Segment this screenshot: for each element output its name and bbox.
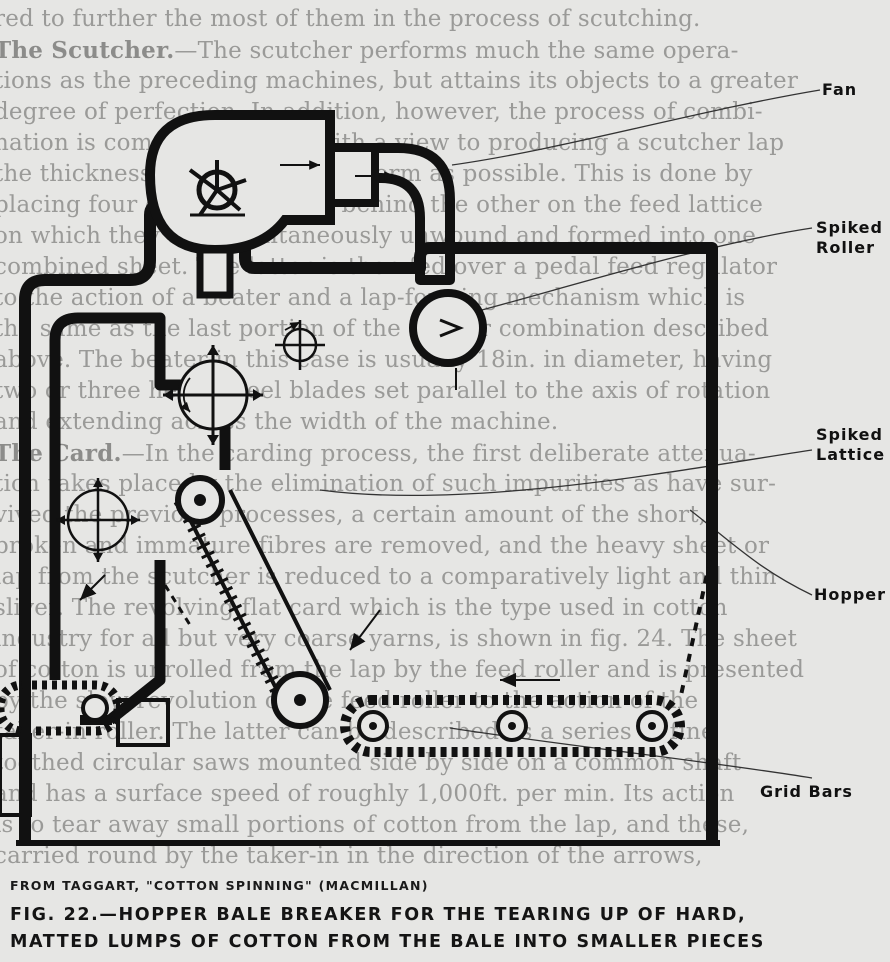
show-through-line: red to further the most of them in the p… — [0, 6, 701, 32]
show-through-text-run: —The scutcher performs much the same ope… — [174, 38, 739, 64]
show-through-line: vived the previous processes, a certain … — [0, 502, 706, 528]
label-spiked-lattice: Spiked Lattice — [816, 425, 885, 465]
show-through-lead: The Scutcher. — [0, 37, 175, 64]
figure-caption: FIG. 22.—HOPPER BALE BREAKER FOR THE TEA… — [10, 902, 885, 956]
show-through-text-run: sliver. The revolving flat card which is… — [0, 595, 728, 621]
label-spiked-roller-line2: Roller — [816, 238, 876, 257]
label-spiked-lattice-line2: Lattice — [816, 445, 886, 464]
show-through-text-run: tions as the preceding machines, but att… — [0, 68, 799, 94]
hopper-bale-breaker-diagram — [0, 89, 821, 846]
spiked-lattice — [173, 475, 332, 729]
show-through-line: The Scutcher.—The scutcher performs much… — [0, 37, 739, 64]
show-through-text-run: broken and immature fibres are removed, … — [0, 533, 770, 559]
delivery-lattice — [0, 680, 170, 817]
show-through-line: of cotton is unrolled from the lap by th… — [0, 657, 804, 683]
show-through-text-run: of cotton is unrolled from the lap by th… — [0, 657, 805, 683]
show-through-line: broken and immature fibres are removed, … — [0, 533, 769, 559]
beater-small — [275, 320, 325, 370]
show-through-text-run: vived the previous processes, a certain … — [0, 502, 707, 528]
show-through-line: to the action of a beater and a lap-form… — [0, 285, 745, 311]
show-through-line: is to tear away small portions of cotton… — [0, 812, 749, 838]
show-through-text-run: and extending across the width of the ma… — [0, 409, 559, 435]
air-duct — [275, 143, 455, 285]
show-through-text-run: placing four opener laps one behind the … — [0, 192, 764, 218]
show-through-text-run: above. The beater in this case is usuall… — [0, 347, 773, 373]
label-grid-bars-text: Grid Bars — [760, 782, 853, 801]
show-through-text-run: degree of perfection. In addition, howev… — [0, 99, 763, 125]
label-spiked-lattice-line1: Spiked — [816, 425, 883, 444]
label-hopper: Hopper — [814, 585, 886, 605]
show-through-text-run: carried round by the taker-in in the dir… — [0, 843, 703, 869]
feed-lattice — [340, 695, 685, 757]
label-grid-bars: Grid Bars — [760, 782, 853, 802]
show-through-line: and extending across the width of the ma… — [0, 409, 558, 435]
caption-line-1: FIG. 22.—HOPPER BALE BREAKER FOR THE TEA… — [10, 905, 747, 925]
show-through-text-run: and has a surface speed of roughly 1,000… — [0, 781, 735, 807]
label-spiked-roller-line1: Spiked — [816, 218, 883, 237]
show-through-line: carried round by the taker-in in the dir… — [0, 843, 703, 869]
show-through-text-run: lap from the scutcher is reduced to a co… — [0, 564, 777, 590]
show-through-text-run: to the action of a beater and a lap-form… — [0, 285, 746, 311]
show-through-line: sliver. The revolving flat card which is… — [0, 595, 728, 621]
show-through-line: placing four opener laps one behind the … — [0, 192, 763, 218]
show-through-line: tions as the preceding machines, but att… — [0, 68, 798, 94]
caption-line-2: MATTED LUMPS OF COTTON FROM THE BALE INT… — [10, 932, 765, 952]
label-spiked-roller: Spiked Roller — [816, 218, 883, 258]
show-through-text-run: industry for all but very coarse yarns, … — [0, 626, 798, 652]
show-through-text-run: is to tear away small portions of cotton… — [0, 812, 750, 838]
label-hopper-text: Hopper — [814, 585, 887, 604]
show-through-text-run: two or three heavy steel blades set para… — [0, 378, 771, 404]
show-through-text-run: red to further the most of them in the p… — [0, 6, 701, 32]
figure-credit: FROM TAGGART, "COTTON SPINNING" (MACMILL… — [10, 878, 429, 893]
beater-main — [163, 345, 263, 445]
fan — [144, 110, 335, 299]
leader-lines — [319, 89, 821, 779]
show-through-line: industry for all but very coarse yarns, … — [0, 626, 797, 652]
label-fan: Fan — [822, 80, 857, 100]
spiked-roller — [409, 289, 487, 367]
show-through-line: above. The beater in this case is usuall… — [0, 347, 772, 373]
show-through-line: degree of perfection. In addition, howev… — [0, 99, 763, 125]
show-through-line: two or three heavy steel blades set para… — [0, 378, 770, 404]
beater-left — [56, 478, 140, 562]
show-through-line: lap from the scutcher is reduced to a co… — [0, 564, 777, 590]
label-fan-text: Fan — [822, 80, 858, 99]
flow-arrows — [79, 574, 560, 688]
show-through-line: and has a surface speed of roughly 1,000… — [0, 781, 735, 807]
